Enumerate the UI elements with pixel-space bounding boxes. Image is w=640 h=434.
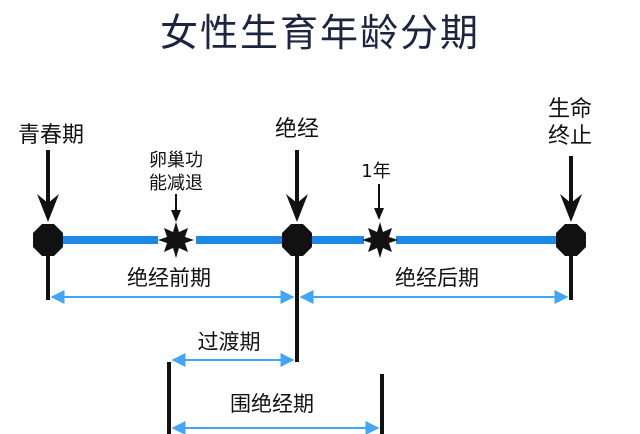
premenopause-label: 绝经前期 (127, 266, 211, 290)
puberty-octagon-marker (33, 224, 63, 256)
octagon-markers (33, 224, 586, 256)
perimenopause-label: 围绝经期 (230, 392, 314, 416)
ovarian-decline-small-arrow-icon (171, 194, 181, 222)
one-year-label: 1年 (361, 161, 390, 182)
puberty-label: 青春期 (18, 123, 84, 148)
phase-spans (50, 290, 569, 434)
end-of-life-octagon-marker (556, 224, 586, 256)
postmenopause-label: 绝经后期 (395, 266, 479, 290)
end-of-life-label-line1: 生命 (548, 97, 592, 122)
ovarian-decline-label-line2: 能减退 (149, 173, 203, 194)
one-year-sun-icon (362, 222, 398, 258)
puberty-down-arrow-icon (37, 150, 59, 222)
menopause-label: 绝经 (275, 117, 319, 142)
menopause-down-arrow-icon (286, 150, 308, 222)
menopause-octagon-marker (282, 224, 312, 256)
diagram-title: 女性生育年龄分期 (160, 11, 480, 55)
end-of-life-label-line2: 终止 (548, 124, 592, 149)
ovarian-decline-label-line1: 卵巢功 (149, 150, 203, 171)
ovarian-decline-sun-icon (158, 222, 194, 258)
one-year-small-arrow-icon (374, 184, 384, 220)
end-of-life-down-arrow-icon (560, 156, 582, 222)
transition-label: 过渡期 (198, 330, 261, 354)
